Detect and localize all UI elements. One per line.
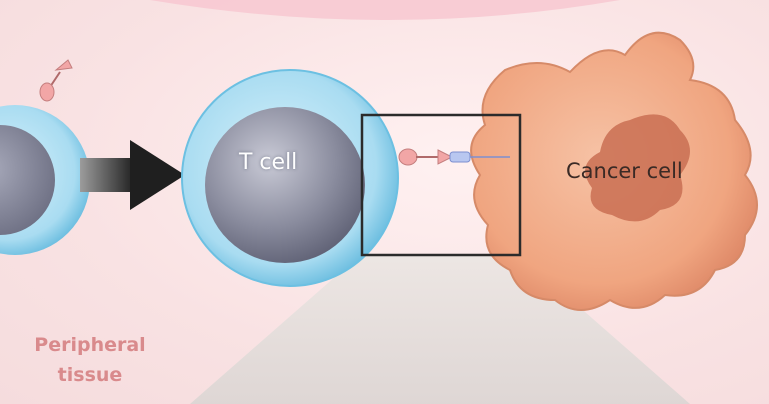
t-cell xyxy=(182,70,398,286)
tcr-receptor-icon-left xyxy=(40,60,72,101)
tcr-receptor-icon xyxy=(399,149,452,165)
previous-t-cell xyxy=(0,105,90,255)
cancer-cell-label: Cancer cell xyxy=(566,159,683,183)
top-band xyxy=(150,0,620,20)
right-arrow-icon xyxy=(80,140,185,210)
peripheral-tissue-label: Peripheral tissue xyxy=(20,330,160,390)
tissue-label-line2: tissue xyxy=(20,360,160,390)
t-cell-label: T cell xyxy=(239,150,297,175)
tissue-label-line1: Peripheral xyxy=(20,330,160,360)
